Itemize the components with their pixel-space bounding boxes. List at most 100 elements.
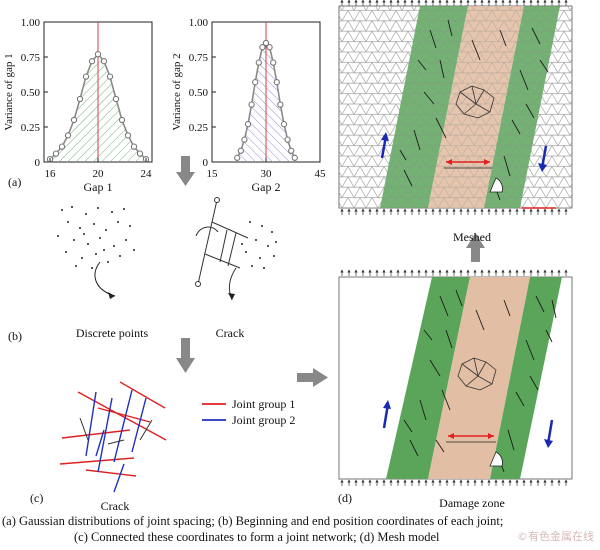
load-arrowhead (480, 208, 484, 212)
chart-gap2-y-tick-label: 0.75 (189, 52, 209, 64)
load-arrowhead (543, 269, 547, 273)
damage-fractures (403, 289, 557, 473)
load-arrowhead (438, 269, 442, 273)
load-arrowhead (389, 479, 393, 483)
label-d: (d) (338, 491, 352, 505)
load-arrowhead (508, 269, 512, 273)
chart-gap2-point (270, 59, 277, 66)
load-arrowhead (487, 0, 491, 3)
damage-zone-band (428, 277, 530, 479)
chart-gap2-point (237, 147, 244, 154)
load-arrowhead (382, 479, 386, 483)
load-arrowhead (536, 0, 540, 3)
chart-gap1-point (70, 116, 78, 124)
shear-arrow-up-bottom-head (383, 400, 391, 409)
load-arrowhead (375, 0, 379, 3)
chart-gap2-y-tick-label: 0.50 (189, 87, 209, 99)
load-arrowhead (480, 479, 484, 483)
meshed-angle-marker (489, 177, 503, 193)
load-arrowhead (494, 0, 498, 3)
damage-model-top-arrows (340, 269, 568, 276)
load-arrowhead (480, 0, 484, 3)
load-arrowhead (515, 0, 519, 3)
chart-gap1-x-tick-label: 16 (45, 168, 57, 180)
load-arrowhead (501, 269, 505, 273)
load-arrowhead (515, 269, 519, 273)
load-arrowhead (501, 208, 505, 212)
load-arrowhead (550, 0, 554, 3)
load-arrowhead (452, 0, 456, 3)
label-b: (b) (8, 329, 22, 343)
caption-line-2: (c) Connected these coordinates to form … (74, 530, 440, 544)
load-arrowhead (564, 0, 568, 3)
load-arrowhead (375, 208, 379, 212)
load-arrowhead (424, 0, 428, 3)
load-arrowhead (557, 269, 561, 273)
load-arrowhead (375, 479, 379, 483)
load-arrowhead (452, 208, 456, 212)
load-arrowhead (529, 0, 533, 3)
load-arrowhead (431, 208, 435, 212)
chart-gap1-point (64, 132, 72, 139)
load-arrowhead (501, 0, 505, 3)
load-arrowhead (396, 208, 400, 212)
chart-gap1-y-tick-label: 0.50 (21, 87, 41, 99)
crack-sketch (195, 197, 249, 301)
load-arrowhead (522, 479, 526, 483)
load-arrowhead (382, 0, 386, 3)
load-arrowhead (347, 479, 351, 483)
chart-gap1-point (136, 150, 144, 157)
chart-gap2-y-tick-label: 0 (203, 157, 209, 169)
chart-gap1-point (106, 73, 114, 80)
label-discrete-points: Discrete points (76, 326, 149, 340)
damage-zone-model (338, 269, 573, 486)
chart-gap1-point (94, 51, 102, 58)
load-arrowhead (487, 208, 491, 212)
label-damage-zone: Damage zone (439, 496, 505, 510)
chart-gap1-x-tick-label: 20 (93, 168, 105, 180)
load-arrowhead (431, 479, 435, 483)
chart-gap1-y-tick-label: 0.75 (21, 52, 41, 64)
chart-gap1-point (58, 143, 66, 150)
discrete-points-arrow (94, 261, 116, 297)
load-arrowhead (529, 479, 533, 483)
load-arrowhead (529, 208, 533, 212)
shear-arrow-down-top-head (538, 163, 547, 172)
load-arrowhead (417, 0, 421, 3)
load-arrowhead (368, 479, 372, 483)
load-arrowhead (368, 208, 372, 212)
meshed-width-marker (444, 159, 492, 169)
chart-gap1-ylabel: Variance of gap 1 (3, 53, 15, 130)
load-arrowhead (396, 269, 400, 273)
flow-arrow-up (466, 233, 485, 262)
chart-gap1-y-ticks: 00.250.500.751.00 (21, 17, 48, 169)
load-arrowhead (354, 0, 358, 3)
load-arrowhead (382, 269, 386, 273)
load-arrowhead (487, 269, 491, 273)
load-arrowhead (438, 0, 442, 3)
flow-arrow-right (297, 368, 328, 387)
chart-gap2-point (241, 136, 248, 143)
load-arrowhead (459, 479, 463, 483)
load-arrowhead (466, 269, 470, 273)
chart-gap2-point (248, 101, 255, 108)
load-arrowhead (382, 208, 386, 212)
chart-gap1-point (124, 132, 132, 139)
label-c: (c) (30, 491, 43, 505)
load-arrowhead (445, 479, 449, 483)
damage-angle-marker (489, 451, 503, 467)
load-arrowhead (536, 479, 540, 483)
discrete-points-arrowhead (108, 292, 115, 299)
load-arrowhead (473, 0, 477, 3)
meshed-fractures (399, 19, 549, 201)
chart-gap2-point (259, 44, 266, 51)
damage-width-marker (446, 433, 496, 443)
caption-line-1: (a) Gaussian distributions of joint spac… (2, 514, 504, 528)
load-arrowhead (347, 0, 351, 3)
chart-gap1-point (76, 95, 84, 103)
